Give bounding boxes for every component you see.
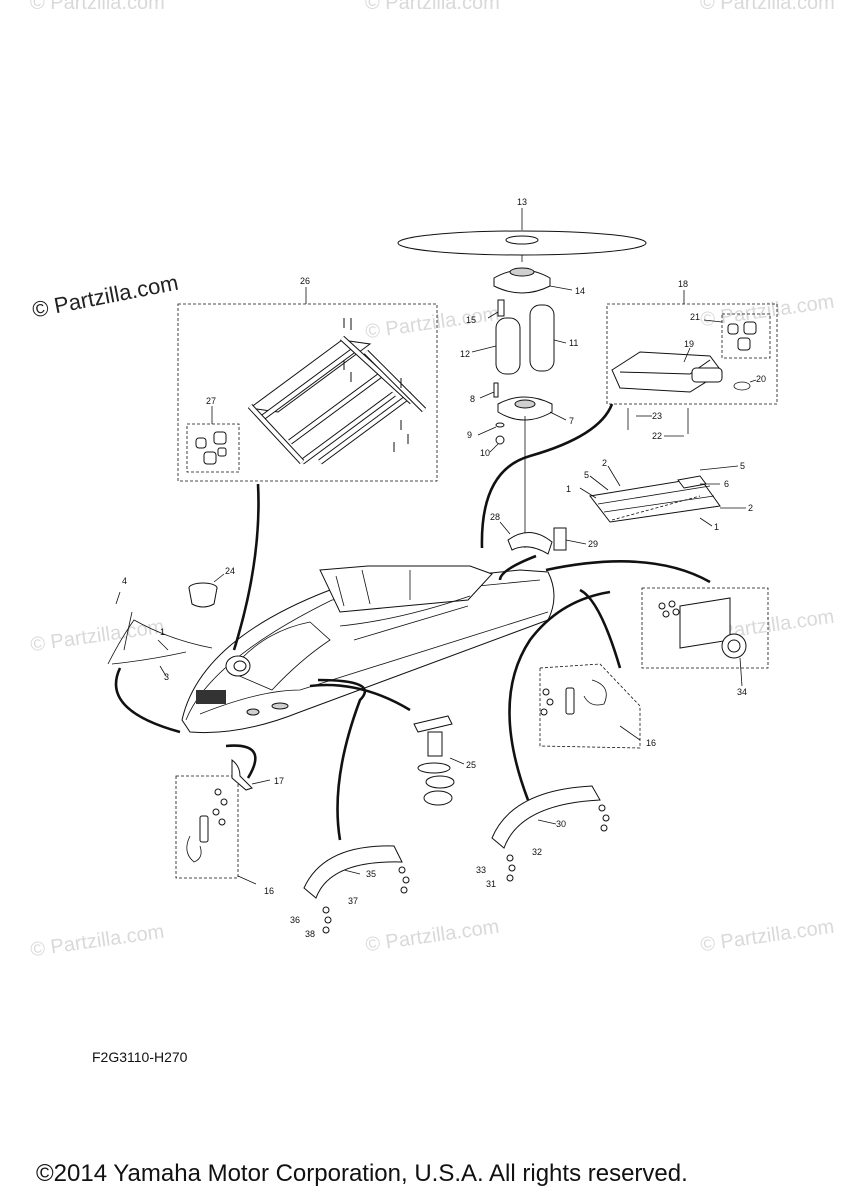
callout-21: 21 xyxy=(690,312,700,322)
callout-34: 34 xyxy=(737,687,747,697)
callout-19: 19 xyxy=(684,339,694,349)
callout-16: 16 xyxy=(646,738,656,748)
tow-eye-box-left-drawing xyxy=(175,758,271,885)
grab-handles-drawing xyxy=(303,785,610,934)
callout-15: 15 xyxy=(466,315,476,325)
callout-36: 36 xyxy=(290,915,300,925)
ladder-box-drawing xyxy=(177,287,438,482)
callout-18: 18 xyxy=(678,279,688,289)
watermark: © Partzilla.com xyxy=(365,0,500,14)
rail-assembly-drawing xyxy=(579,465,746,527)
callout-35: 35 xyxy=(366,869,376,879)
callout-17: 17 xyxy=(274,776,284,786)
callout-3: 3 xyxy=(164,672,169,682)
callout-5: 5 xyxy=(740,461,745,471)
callout-28: 28 xyxy=(490,512,500,522)
callout-2: 2 xyxy=(602,458,607,468)
callout-16b: 16 xyxy=(264,886,274,896)
bimini-top-drawing xyxy=(397,208,647,262)
copyright-footer: ©2014 Yamaha Motor Corporation, U.S.A. A… xyxy=(36,1160,688,1187)
callout-11: 11 xyxy=(569,338,578,348)
callout-12: 12 xyxy=(460,349,470,359)
callout-20: 20 xyxy=(756,374,766,384)
callout-25: 25 xyxy=(466,760,476,770)
callout-22: 22 xyxy=(652,431,662,441)
callout-31: 31 xyxy=(486,879,496,889)
watermark: © Partzilla.com xyxy=(700,0,835,14)
callout-33: 33 xyxy=(476,865,486,875)
callout-38: 38 xyxy=(305,929,315,939)
callout-13: 13 xyxy=(517,197,527,207)
callout-30: 30 xyxy=(556,819,566,829)
trim-lines-drawing xyxy=(107,591,213,677)
drain-plug-drawing xyxy=(413,715,465,806)
cover-28-29-drawing xyxy=(499,521,587,555)
callout-32: 32 xyxy=(532,847,542,857)
cover-cylinders-drawing xyxy=(471,304,567,375)
watermark: © Partzilla.com xyxy=(30,0,165,14)
callout-10: 10 xyxy=(480,448,490,458)
callout-1b: 1 xyxy=(714,522,719,532)
callout-27: 27 xyxy=(206,396,216,406)
callout-8: 8 xyxy=(470,394,475,404)
mount-base-lower-drawing xyxy=(477,382,567,548)
callout-26: 26 xyxy=(300,276,310,286)
callout-9: 9 xyxy=(467,430,472,440)
bolt-15-drawing xyxy=(487,299,505,319)
callout-23: 23 xyxy=(652,411,662,421)
callout-37: 37 xyxy=(348,896,358,906)
leader-curves xyxy=(114,403,711,841)
callout-6: 6 xyxy=(724,479,729,489)
tow-eye-box-right-drawing xyxy=(539,663,641,749)
callout-2b: 2 xyxy=(748,503,753,513)
callout-14: 14 xyxy=(575,286,585,296)
callout-1: 1 xyxy=(566,484,571,494)
cup-holder-drawing xyxy=(188,573,225,608)
bracket-box-drawing xyxy=(606,290,778,437)
boat-hull-drawing xyxy=(181,565,555,734)
mount-base-upper-drawing xyxy=(493,267,573,294)
transom-box-drawing xyxy=(641,587,769,687)
callout-7: 7 xyxy=(569,416,574,426)
diagram-code: F2G3110-H270 xyxy=(92,1049,188,1065)
callout-29: 29 xyxy=(588,539,598,549)
callout-24: 24 xyxy=(225,566,235,576)
callout-1c: 1 xyxy=(160,627,165,637)
callout-4: 4 xyxy=(122,576,127,586)
callout-5b: 5 xyxy=(584,470,589,480)
